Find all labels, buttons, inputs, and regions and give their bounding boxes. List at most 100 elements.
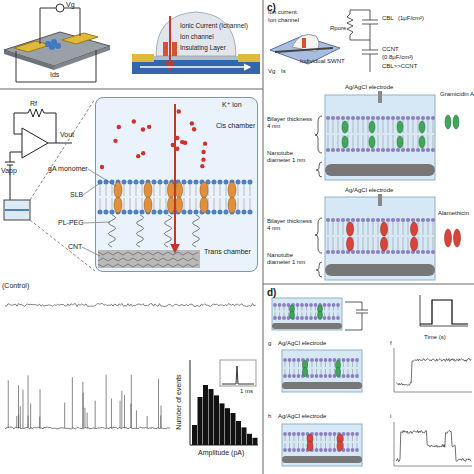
membrane-illustration xyxy=(200,197,208,213)
lipid-bilayer xyxy=(396,116,400,120)
current-trace xyxy=(106,375,107,428)
lipid-bilayer xyxy=(329,313,330,317)
lipid-bilayer xyxy=(338,237,339,250)
signal-name: Is xyxy=(281,68,286,75)
lipid-bilayer xyxy=(338,307,339,311)
lipid-bilayer xyxy=(376,218,380,222)
current-trace xyxy=(147,416,148,428)
channel-icon xyxy=(453,115,459,129)
membrane-illustration xyxy=(112,198,113,209)
lipid-bilayer xyxy=(314,303,318,307)
dimension: Bilayer thickness 4 nm xyxy=(267,116,317,129)
channel-icon xyxy=(454,229,461,247)
lipid-bilayer xyxy=(285,436,286,441)
lipid-bilayer xyxy=(316,436,317,441)
membrane-illustration xyxy=(211,209,216,214)
lipid-bilayer xyxy=(373,237,374,250)
lipid-bilayer xyxy=(386,218,390,222)
lipid-bilayer xyxy=(386,148,390,152)
membrane-illustration xyxy=(100,165,104,169)
lipid-bilayer xyxy=(408,237,409,250)
lipid-bilayer xyxy=(361,218,365,222)
lipid-bilayer xyxy=(336,316,340,320)
lipid-bilayer xyxy=(406,148,410,152)
lipid-bilayer xyxy=(315,374,319,378)
part-name: CNT xyxy=(68,243,82,251)
lipid-bilayer xyxy=(396,431,471,462)
lipid-bilayer xyxy=(297,432,301,436)
lipid-bilayer xyxy=(273,316,277,320)
membrane-illustration xyxy=(121,179,126,184)
lipid-bilayer xyxy=(381,148,385,152)
lipid-bilayer xyxy=(356,116,360,120)
histogram-bar xyxy=(203,385,208,445)
leader-line xyxy=(84,222,110,223)
part-name: Gramicidin A xyxy=(440,91,474,98)
lipid-bilayer xyxy=(408,222,409,235)
lipid-bilayer xyxy=(312,362,313,367)
membrane-illustration xyxy=(187,209,192,214)
lipid-bilayer xyxy=(325,369,326,374)
lipid-bilayer xyxy=(368,237,369,250)
membrane-illustration xyxy=(217,209,222,214)
histogram-axis xyxy=(190,360,258,445)
histogram-axis xyxy=(220,360,256,386)
lipid-bilayer xyxy=(338,222,339,235)
lipid-bilayer xyxy=(343,237,344,250)
plot-frame: Time (s) xyxy=(414,291,470,343)
lipid-bilayer xyxy=(329,307,330,311)
membrane-illustration xyxy=(184,198,185,209)
current-trace xyxy=(8,380,9,428)
lipid-bilayer xyxy=(324,307,325,311)
membrane-illustration xyxy=(98,258,198,261)
lipid-bilayer xyxy=(292,432,296,436)
lipid-bilayer xyxy=(418,135,419,148)
lipid-bilayer xyxy=(297,374,301,378)
membrane-illustration xyxy=(132,119,136,123)
lipid-bilayer xyxy=(394,422,472,466)
lipid-bilayer xyxy=(334,443,335,448)
lipid-bilayer xyxy=(307,434,343,451)
part-name: Individual SWNT xyxy=(300,58,345,65)
lipid-bilayer xyxy=(346,116,350,120)
lipid-bilayer xyxy=(343,369,344,374)
lipid-bilayer xyxy=(321,443,322,448)
lipid-bilayer xyxy=(358,222,359,235)
lipid-bilayer xyxy=(303,361,341,377)
membrane-illustration xyxy=(214,198,215,209)
membrane-illustration xyxy=(241,209,246,214)
part-name: Ag/AgCl electrode xyxy=(278,340,326,347)
lipid-bilayer xyxy=(391,218,395,222)
lipid-bilayer xyxy=(347,222,418,251)
lipid-bilayer xyxy=(300,316,304,320)
membrane-illustration xyxy=(190,198,191,209)
lipid-bilayer xyxy=(289,369,290,374)
lipid-bilayer xyxy=(368,222,369,235)
membrane-illustration xyxy=(238,185,239,196)
current-trace xyxy=(82,382,83,428)
small-circuit xyxy=(345,302,368,330)
lipid-bilayer xyxy=(396,218,400,222)
part-name: PL-PEG xyxy=(58,219,84,227)
lipid-bilayer xyxy=(334,436,335,441)
part-name: gA monomer xyxy=(48,165,88,173)
membrane-illustration xyxy=(183,141,187,145)
lipid-bilayer xyxy=(391,250,395,254)
lipid-bilayer xyxy=(346,374,350,378)
signal-name: Vout xyxy=(60,131,74,139)
membrane-illustration xyxy=(235,209,240,214)
lipid-bilayer xyxy=(378,135,379,148)
membrane-illustration xyxy=(100,185,101,196)
lipid-bilayer xyxy=(292,448,296,452)
lipid-bilayer xyxy=(315,307,316,311)
lipid-bilayer xyxy=(416,250,420,254)
part-name: Ag/AgCl electrode xyxy=(345,187,393,194)
membrane-illustration xyxy=(200,182,208,198)
lipid-bilayer xyxy=(282,382,362,389)
current-trace xyxy=(87,413,88,428)
bilayer-chamber xyxy=(272,91,435,466)
lipid-bilayer xyxy=(331,116,335,120)
membrane-illustration xyxy=(160,198,161,209)
leader-line xyxy=(83,183,100,195)
